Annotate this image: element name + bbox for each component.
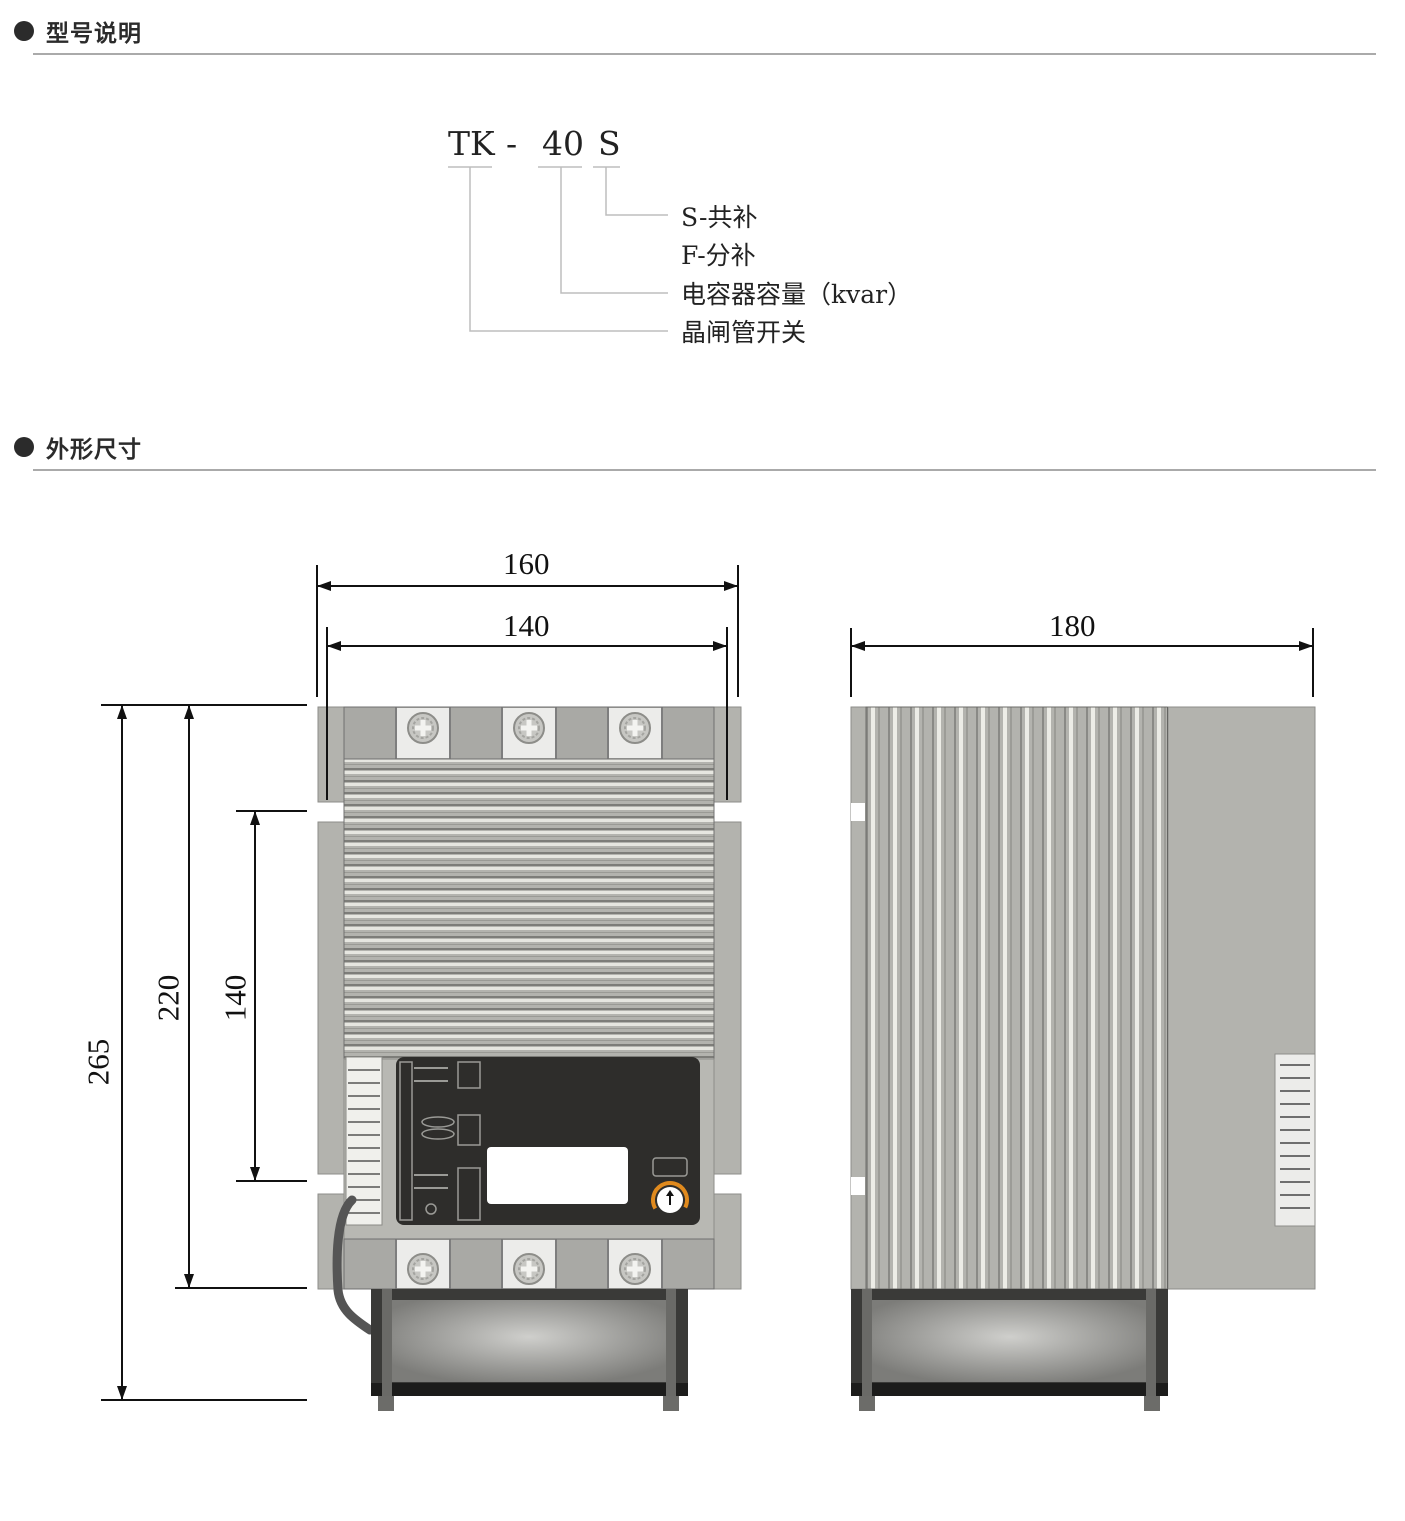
legend-item: 电容器容量（kvar） — [681, 280, 913, 309]
dim-mount-height: 140 — [217, 974, 253, 1022]
section-title: 外形尺寸 — [46, 437, 142, 463]
model-dash: - — [506, 124, 518, 163]
section-header-model: 型号说明 — [14, 14, 142, 48]
bullet-icon — [14, 21, 34, 41]
legend-item: S-共补 — [681, 203, 758, 232]
dim-body-height: 220 — [150, 974, 186, 1022]
front-view — [317, 706, 742, 1411]
divider — [33, 469, 1376, 471]
divider — [33, 53, 1376, 55]
dim-depth: 180 — [1049, 608, 1096, 643]
legend-item: F-分补 — [681, 241, 756, 270]
legend-item: 晶闸管开关 — [681, 318, 807, 347]
dim-overall-height: 265 — [80, 1038, 116, 1086]
model-suffix: S — [598, 124, 621, 163]
model-prefix: TK — [448, 124, 495, 163]
side-view — [850, 706, 1316, 1411]
display-window — [487, 1147, 628, 1204]
section-title: 型号说明 — [46, 21, 142, 47]
model-capacity: 40 — [542, 124, 584, 163]
dim-overall-width: 160 — [503, 546, 550, 581]
bullet-icon — [14, 437, 34, 457]
section-header-dimensions: 外形尺寸 — [14, 430, 142, 464]
dim-mount-width: 140 — [503, 608, 550, 643]
